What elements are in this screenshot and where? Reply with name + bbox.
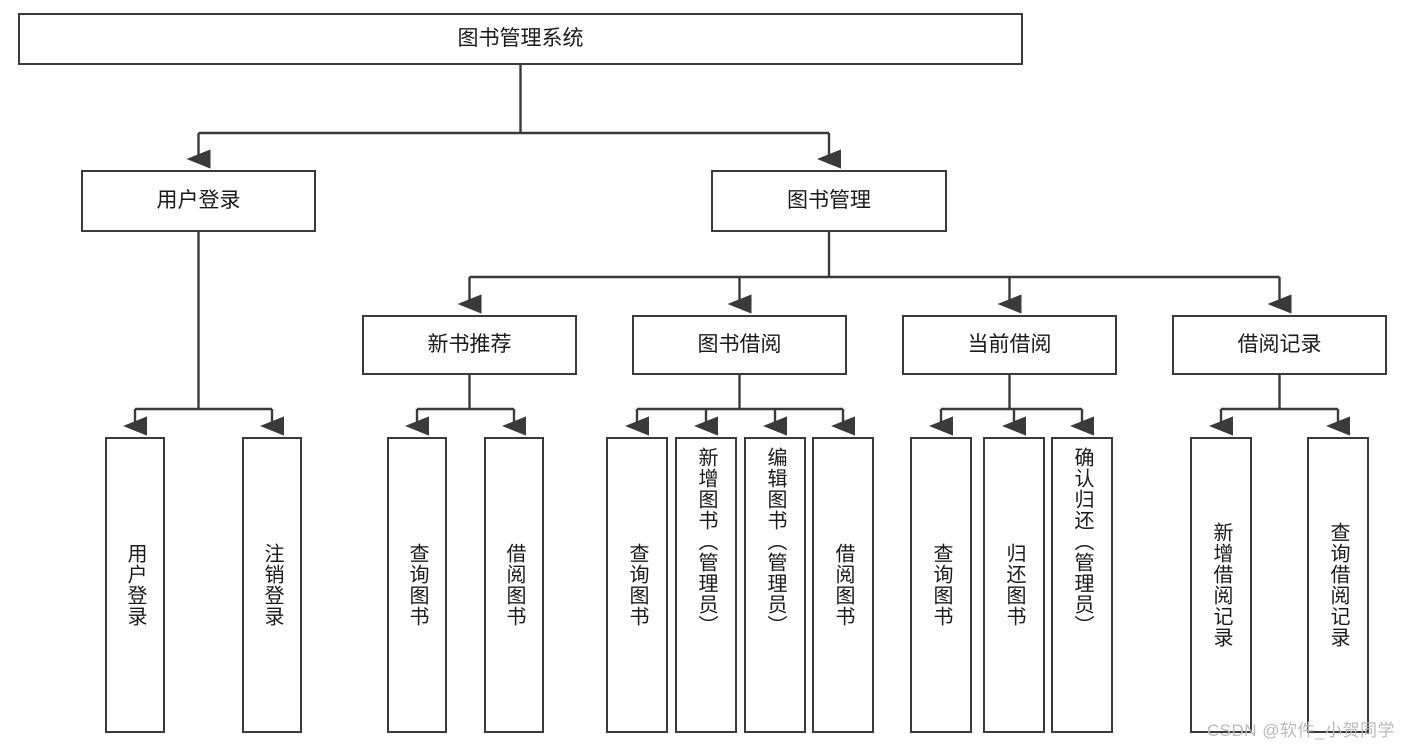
node-leaf-query-book-cur[interactable]: 查询图书 — [910, 437, 972, 733]
node-label: 确认归还（管理员） — [1071, 447, 1093, 636]
node-leaf-borrow-book[interactable]: 借阅图书 — [812, 437, 874, 733]
node-leaf-logout-login[interactable]: 注销登录 — [242, 437, 302, 733]
node-borrow-record[interactable]: 借阅记录 — [1172, 315, 1387, 375]
node-label: 用户登录 — [124, 543, 146, 627]
node-leaf-add-book-admin[interactable]: 新增图书（管理员） — [675, 437, 737, 733]
node-leaf-return-book[interactable]: 归还图书 — [983, 437, 1045, 733]
node-user-login[interactable]: 用户登录 — [81, 170, 316, 232]
node-leaf-add-borrow-record[interactable]: 新增借阅记录 — [1190, 437, 1252, 733]
node-leaf-confirm-return-admin[interactable]: 确认归还（管理员） — [1051, 437, 1113, 733]
node-leaf-user-login[interactable]: 用户登录 — [105, 437, 165, 733]
node-label: 查询借阅记录 — [1327, 522, 1349, 648]
node-label: 图书管理 — [787, 189, 871, 213]
node-label: 图书管理系统 — [457, 27, 584, 51]
node-leaf-query-book-rec[interactable]: 查询图书 — [387, 437, 447, 733]
node-book-borrow[interactable]: 图书借阅 — [632, 315, 847, 375]
node-label: 归还图书 — [1003, 543, 1025, 627]
node-leaf-query-book-borrow[interactable]: 查询图书 — [606, 437, 668, 733]
node-current-borrow[interactable]: 当前借阅 — [902, 315, 1117, 375]
node-leaf-query-borrow-record[interactable]: 查询借阅记录 — [1307, 437, 1369, 733]
node-label: 借阅图书 — [503, 543, 525, 627]
node-leaf-borrow-book-rec[interactable]: 借阅图书 — [484, 437, 544, 733]
node-label: 新书推荐 — [427, 333, 512, 357]
node-label: 新增图书（管理员） — [695, 447, 717, 636]
node-label: 查询图书 — [930, 543, 952, 627]
node-label: 借阅图书 — [832, 543, 854, 627]
node-label: 用户登录 — [156, 189, 241, 213]
node-book-manage[interactable]: 图书管理 — [711, 170, 947, 232]
node-new-book-rec[interactable]: 新书推荐 — [362, 315, 577, 375]
node-label: 图书借阅 — [697, 333, 782, 357]
node-label: 编辑图书（管理员） — [764, 447, 786, 636]
node-label: 注销登录 — [261, 543, 283, 627]
node-root[interactable]: 图书管理系统 — [18, 13, 1023, 65]
node-label: 查询图书 — [406, 543, 428, 627]
watermark-text: CSDN @软件_小贺同学 — [1206, 721, 1395, 740]
node-label: 查询图书 — [626, 543, 648, 627]
node-label: 当前借阅 — [967, 333, 1052, 357]
node-label: 新增借阅记录 — [1210, 522, 1232, 648]
node-label: 借阅记录 — [1237, 333, 1322, 357]
node-leaf-edit-book-admin[interactable]: 编辑图书（管理员） — [744, 437, 806, 733]
